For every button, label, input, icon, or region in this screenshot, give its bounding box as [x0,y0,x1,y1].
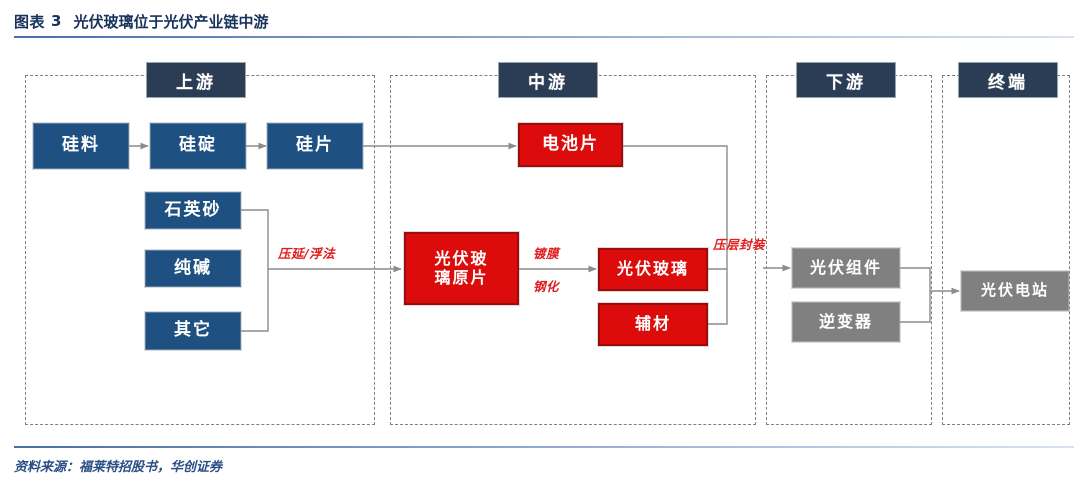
node-soda-ash[interactable]: 纯碱 [145,250,241,287]
figure-label: 图表 [14,12,46,31]
edge-label-tempering: 钢化 [533,279,560,294]
title-divider [14,36,1074,38]
node-pv-glass-raw[interactable]: 光伏玻璃原片 [404,232,519,305]
node-pv-power-station[interactable]: 光伏电站 [961,271,1069,311]
figure-title-text: 光伏玻璃位于光伏产业链中游 [73,12,269,31]
node-label-auxiliary: 辅材 [634,314,671,334]
source-note: 资料来源：福莱特招股书，华创证券 [14,460,223,475]
node-auxiliary[interactable]: 辅材 [598,303,708,346]
node-label-solar-cell: 电池片 [542,134,599,155]
stage-label-downstream: 下游 [826,72,866,93]
stage-header-upstream: 上游 [146,62,246,98]
node-inverter[interactable]: 逆变器 [792,302,900,342]
edge-label-coating: 镀膜 [533,246,560,261]
node-label-inverter: 逆变器 [818,311,873,331]
edge-label-rolling-float: 压延/浮法 [278,246,336,261]
stage-header-downstream: 下游 [796,62,896,98]
footer-divider [14,446,1074,448]
node-silicon-wafer[interactable]: 硅片 [267,123,363,169]
node-pv-module[interactable]: 光伏组件 [792,248,900,288]
stage-label-upstream: 上游 [176,72,216,93]
stage-header-midstream: 中游 [498,62,598,98]
node-others[interactable]: 其它 [145,312,241,350]
node-label-silicon-ingot: 硅碇 [179,135,217,156]
node-silicon-material[interactable]: 硅料 [33,123,129,169]
stage-label-terminal: 终端 [988,72,1028,93]
node-label-pv-glass: 光伏玻璃 [616,259,689,279]
node-label-silicon-wafer: 硅片 [296,135,334,156]
node-label-soda-ash: 纯碱 [174,257,212,278]
figure-title: 图表 3 光伏玻璃位于光伏产业链中游 [14,8,1074,34]
stage-header-terminal: 终端 [958,62,1058,98]
node-pv-glass[interactable]: 光伏玻璃 [598,248,708,291]
figure-number: 3 [51,12,62,30]
edge-label-lamination: 压层封装 [713,237,766,252]
node-quartz-sand[interactable]: 石英砂 [145,192,241,229]
node-label-quartz-sand: 石英砂 [164,199,222,220]
node-label-pv-module: 光伏组件 [809,257,882,277]
node-silicon-ingot[interactable]: 硅碇 [150,123,246,169]
stage-label-midstream: 中游 [528,72,568,93]
node-label-pv-glass-raw: 光伏玻璃原片 [434,249,489,287]
node-label-silicon-material: 硅料 [62,135,100,156]
node-label-pv-power-station: 光伏电站 [980,281,1049,300]
node-solar-cell[interactable]: 电池片 [518,123,623,167]
node-label-others: 其它 [174,320,212,341]
